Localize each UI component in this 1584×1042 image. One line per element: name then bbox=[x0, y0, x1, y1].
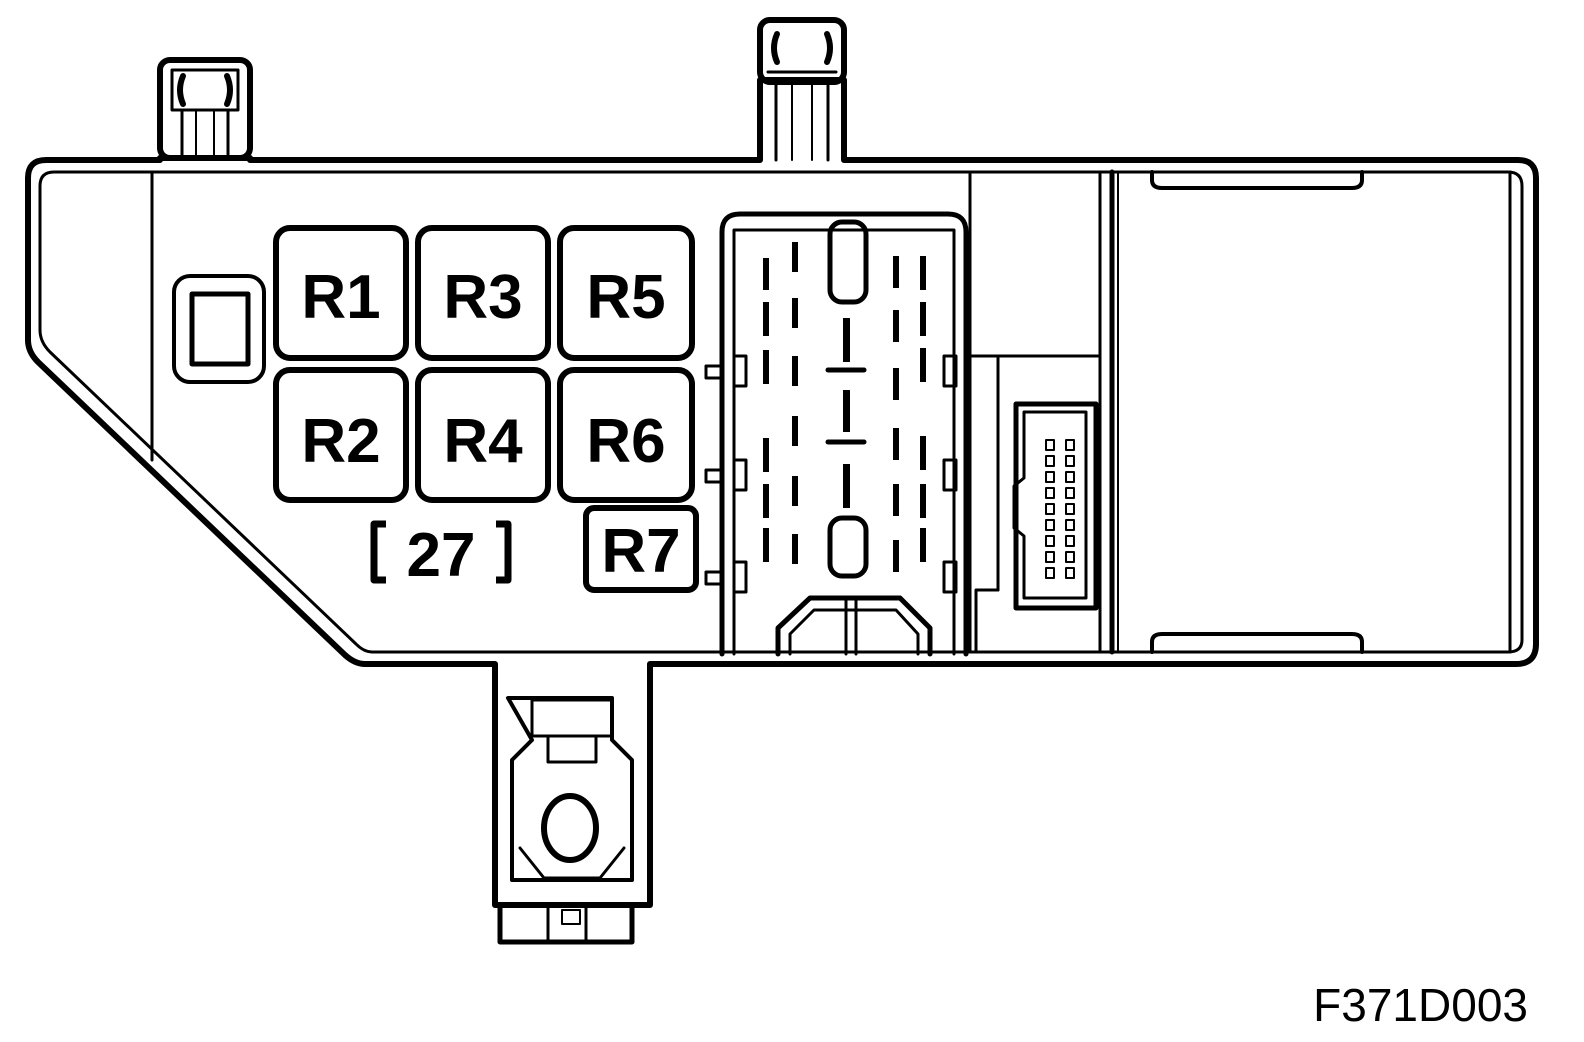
relay-box-r2 bbox=[273, 367, 409, 503]
relay-box-r5 bbox=[557, 225, 695, 361]
housing-outline bbox=[25, 77, 1539, 908]
position-code-label: 27 bbox=[407, 521, 476, 590]
relay-box-r3 bbox=[415, 225, 551, 361]
center-connector-block bbox=[704, 211, 969, 657]
position-code-brackets bbox=[370, 520, 512, 584]
connector-pins bbox=[763, 242, 926, 572]
relay-label-r6: R6 bbox=[586, 407, 665, 476]
multi-pin-connector bbox=[1012, 401, 1099, 611]
relay-box-r7 bbox=[583, 505, 699, 593]
figure-id: F371D003 bbox=[1313, 979, 1528, 1031]
relay-label-r2: R2 bbox=[301, 407, 380, 476]
multi-pin-connector-pins bbox=[1045, 439, 1075, 579]
relay-labels: R1 R3 R5 R2 R4 R6 R7 27 bbox=[301, 263, 680, 590]
relay-label-r4: R4 bbox=[443, 407, 523, 476]
top-middle-clip bbox=[757, 17, 847, 162]
relay-label-r5: R5 bbox=[586, 263, 665, 332]
bottom-mount-tab bbox=[497, 696, 635, 945]
top-left-clip bbox=[157, 57, 253, 161]
relay-box-r6 bbox=[557, 367, 695, 503]
relay-label-r7: R7 bbox=[601, 517, 680, 586]
relay-label-r1: R1 bbox=[301, 263, 380, 332]
right-section bbox=[968, 169, 1512, 655]
housing-inner-outline bbox=[38, 170, 1524, 654]
square-button bbox=[172, 274, 266, 384]
relay-box-r4 bbox=[415, 367, 551, 503]
relay-label-r3: R3 bbox=[443, 263, 522, 332]
relay-box-r1 bbox=[273, 225, 409, 361]
